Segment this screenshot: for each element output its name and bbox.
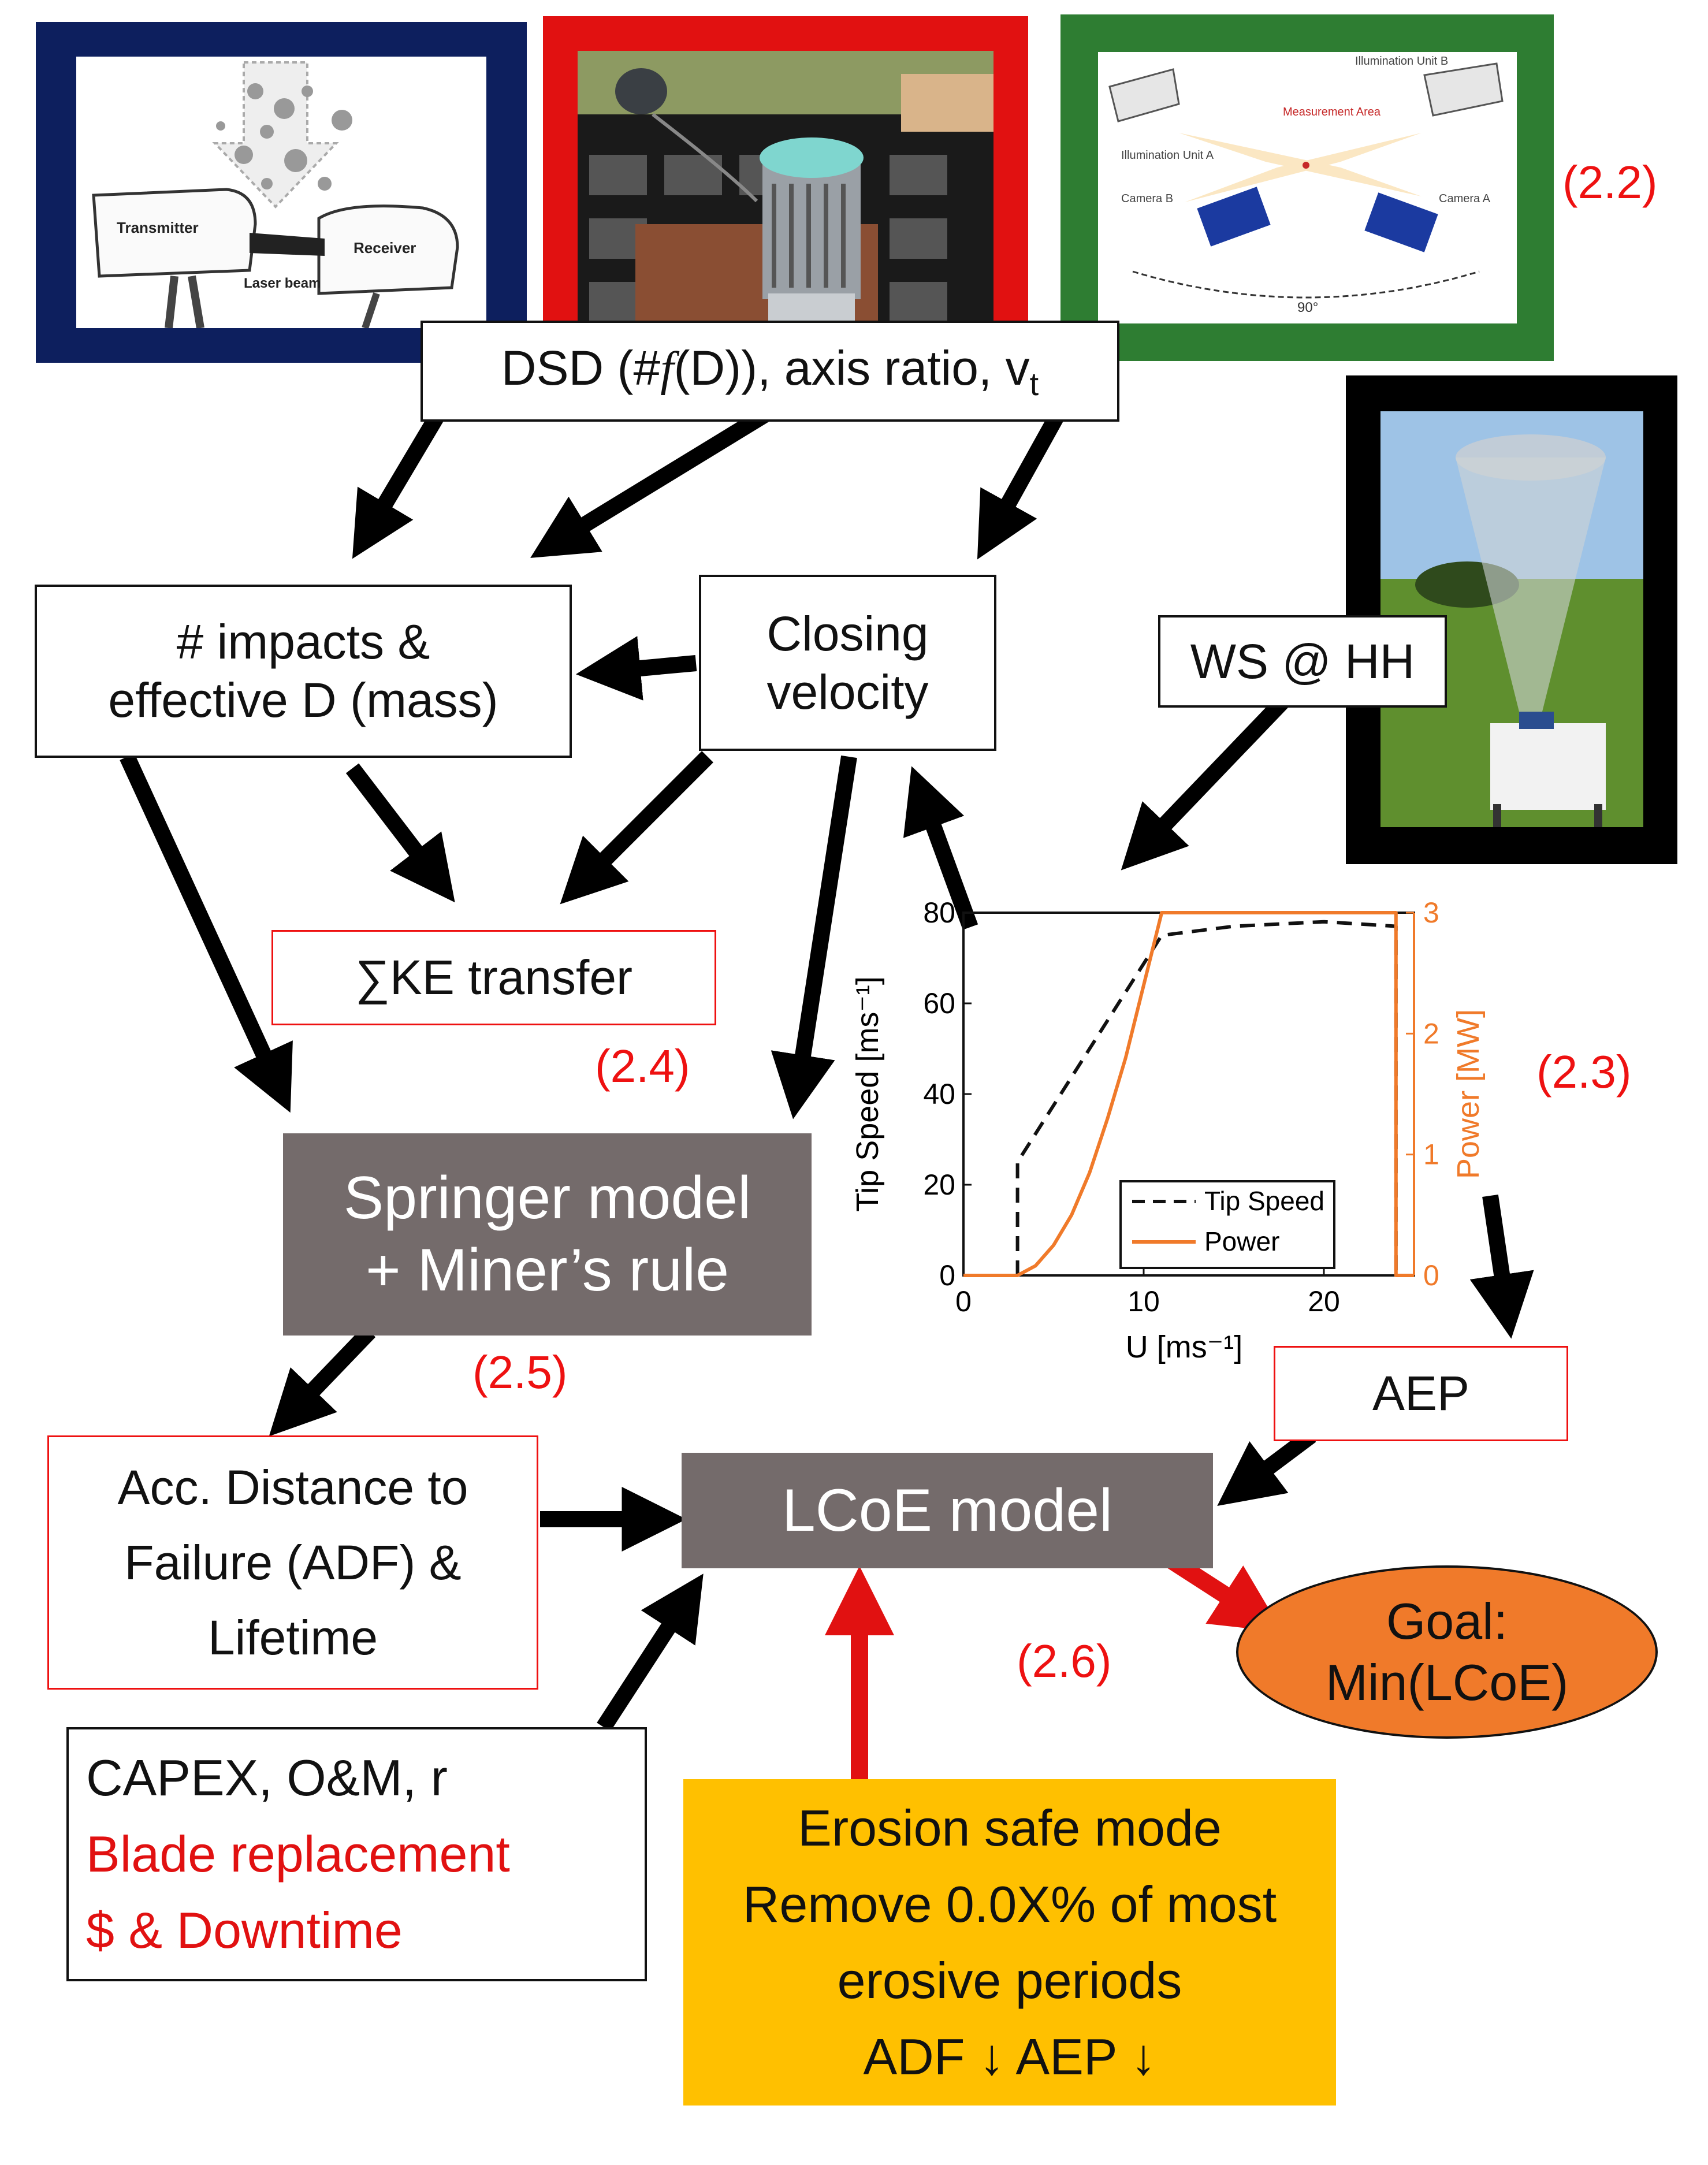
- goal-line-2: Min(LCoE): [1325, 1654, 1569, 1711]
- disdrometer-photo-frame: Transmitter Receiver Laser beam: [36, 22, 527, 363]
- springer-line-1: Springer model: [343, 1165, 751, 1232]
- aep-label: AEP: [1372, 1366, 1470, 1421]
- laser-beam-label: Laser beam: [244, 276, 321, 291]
- ke-transfer-box: ∑KE transfer: [271, 930, 716, 1025]
- right-axis-label: Power [MW]: [1451, 1009, 1486, 1179]
- measurement-area-label: Measurement Area: [1283, 106, 1381, 118]
- wind-speed-label: WS @ HH: [1190, 634, 1415, 689]
- lcoe-model-box: LCoE model: [682, 1453, 1213, 1568]
- capex-line-3: $ & Downtime: [86, 1902, 403, 1959]
- transmitter-label: Transmitter: [117, 219, 199, 236]
- x-tick-label-2: 20: [1308, 1285, 1340, 1318]
- arrow-power-to-aep: [1469, 1194, 1534, 1339]
- arrow-closing-to-springer: [771, 755, 857, 1119]
- wind-speed-box: WS @ HH: [1158, 615, 1447, 708]
- receiver-label: Receiver: [353, 239, 416, 256]
- dsd-function-symbol: f: [660, 342, 674, 396]
- y-left-tick-label-3: 60: [923, 987, 955, 1020]
- ref-2-6: (2.6): [1017, 1635, 1112, 1687]
- adf-box: Acc. Distance to Failure (ADF) & Lifetim…: [47, 1435, 538, 1690]
- y-right-tick-label-3: 3: [1423, 896, 1439, 929]
- legend-box: [1119, 1180, 1335, 1269]
- y-left-tick-label-2: 40: [923, 1078, 955, 1110]
- chart-legend: Tip Speed Power: [1119, 1180, 1335, 1269]
- ke-transfer-label: ∑KE transfer: [355, 950, 633, 1005]
- capex-line-2: Blade replacement: [86, 1825, 510, 1883]
- arrow-dsd-to-impacts: [352, 408, 446, 559]
- impacts-box: # impacts & effective D (mass): [35, 585, 572, 758]
- arrow-ws-to-chart: [1121, 693, 1292, 871]
- capex-box: CAPEX, O&M, r Blade replacement $ & Down…: [66, 1727, 647, 1981]
- rain-sensor-photo-frame: [543, 16, 1028, 363]
- laser-disdrometer-drawing: Transmitter Receiver Laser beam: [92, 61, 459, 328]
- goal-ellipse: Goal: Min(LCoE): [1236, 1565, 1658, 1739]
- rain-sensor-photo: [578, 51, 993, 328]
- arrow-dsd-to-closing: [977, 412, 1065, 560]
- left-axis-label: Tip Speed [ms⁻¹]: [850, 976, 885, 1212]
- springer-model-box: Springer model + Miner’s rule: [283, 1133, 812, 1336]
- dsd-text-pre: DSD (#: [501, 341, 661, 395]
- arrow-impacts-to-springer: [120, 753, 293, 1113]
- video-disdrometer-drawing: Illumination Unit B Illumination Unit A …: [1108, 55, 1504, 315]
- closing-line-1: Closing: [766, 606, 929, 661]
- tip-speed-power-chart: Tip Speed [ms⁻¹] Power [MW] U [ms⁻¹] Tip…: [850, 896, 1486, 1364]
- safe-mode-line-4: ADF ↓ AEP ↓: [863, 2028, 1156, 2085]
- arrow-closing-to-ke: [560, 751, 713, 905]
- camera-a-label: Camera A: [1439, 192, 1491, 205]
- lidar-photo-drawing: [1380, 411, 1643, 827]
- safe-mode-line-1: Erosion safe mode: [798, 1799, 1222, 1857]
- impacts-line-2: effective D (mass): [108, 673, 498, 727]
- y-right-tick-label-0: 0: [1423, 1259, 1439, 1292]
- aep-box: AEP: [1274, 1346, 1568, 1441]
- angle-label: 90°: [1297, 300, 1318, 315]
- camera-b-label: Camera B: [1121, 192, 1173, 205]
- illumination-b-label: Illumination Unit B: [1355, 55, 1448, 68]
- ref-2-5: (2.5): [472, 1346, 568, 1398]
- dsd-text-mid: (D)), axis ratio, v: [673, 341, 1030, 395]
- arrow-chart-to-closing: [903, 766, 978, 930]
- arrow-capex-to-lcoe: [597, 1573, 704, 1732]
- x-tick-label-1: 10: [1127, 1285, 1160, 1318]
- impacts-line-1: # impacts &: [176, 615, 430, 669]
- dsd-text-sub: t: [1029, 365, 1039, 402]
- safe-mode-line-2: Remove 0.0X% of most: [742, 1875, 1277, 1933]
- video-disdrometer-frame: Illumination Unit B Illumination Unit A …: [1060, 14, 1554, 361]
- arrow-impacts-to-ke: [345, 763, 455, 903]
- lcoe-model-label: LCoE model: [782, 1476, 1113, 1544]
- closing-line-2: velocity: [766, 664, 929, 719]
- springer-line-2: + Miner’s rule: [365, 1237, 730, 1304]
- x-tick-label-0: 0: [955, 1285, 972, 1318]
- y-right-tick-label-2: 2: [1423, 1017, 1439, 1050]
- video-disdrometer-schematic: Illumination Unit B Illumination Unit A …: [1098, 52, 1517, 323]
- adf-line-1: Acc. Distance to: [117, 1460, 468, 1515]
- capex-line-1: CAPEX, O&M, r: [86, 1749, 448, 1806]
- adf-line-2: Failure (ADF) &: [124, 1535, 462, 1590]
- legend-tip-speed-label: Tip Speed: [1204, 1186, 1324, 1216]
- x-axis-label: U [ms⁻¹]: [1126, 1330, 1242, 1364]
- ref-2-3: (2.3): [1536, 1046, 1632, 1098]
- arrow-aep-to-lcoe: [1217, 1429, 1316, 1506]
- safe-mode-line-3: erosive periods: [837, 1951, 1182, 2009]
- goal-line-1: Goal:: [1386, 1593, 1508, 1650]
- illumination-a-label: Illumination Unit A: [1121, 149, 1214, 162]
- y-left-tick-label-0: 0: [939, 1259, 955, 1292]
- rain-sensor-photo-drawing: [578, 51, 993, 328]
- dsd-box: DSD (#f(D)), axis ratio, vt: [421, 321, 1119, 422]
- arrow-springer-to-adf: [269, 1326, 376, 1437]
- series-line-power: [963, 911, 1414, 1277]
- erosion-safe-mode-box: Erosion safe mode Remove 0.0X% of most e…: [683, 1779, 1336, 2106]
- y-left-tick-label-4: 80: [923, 896, 955, 929]
- adf-line-3: Lifetime: [207, 1610, 378, 1665]
- closing-velocity-box: Closing velocity: [699, 575, 996, 751]
- y-right-tick-label-1: 1: [1423, 1139, 1439, 1171]
- ref-2-2: (2.2): [1562, 157, 1658, 208]
- ref-2-4: (2.4): [595, 1040, 690, 1092]
- arrow-closing-to-impacts: [575, 636, 697, 701]
- disdrometer-illustration: Transmitter Receiver Laser beam: [76, 57, 486, 328]
- legend-power-label: Power: [1204, 1226, 1279, 1256]
- y-left-tick-label-1: 20: [923, 1169, 955, 1201]
